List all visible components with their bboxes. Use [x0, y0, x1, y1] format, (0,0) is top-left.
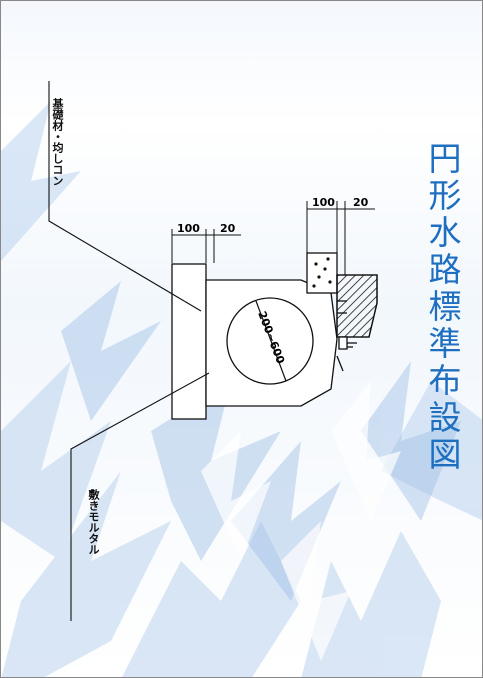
dim-base-width: 100	[177, 222, 200, 235]
leader-line-mortar	[70, 372, 210, 621]
label-mortar: 敷きモルタル	[87, 489, 100, 555]
dim-base-offset: 20	[220, 222, 236, 235]
label-foundation: 基礎材・均しコン	[51, 98, 64, 186]
leader-line-foundation	[48, 81, 202, 312]
diameter-line	[255, 300, 287, 382]
dim-block-offset: 20	[353, 196, 369, 209]
pipe-circle	[226, 297, 314, 385]
page-title: 円形水路標準布設図	[423, 141, 462, 474]
dim-block-width: 100	[312, 196, 335, 209]
base-slab	[171, 263, 207, 420]
concrete-block	[306, 252, 338, 294]
